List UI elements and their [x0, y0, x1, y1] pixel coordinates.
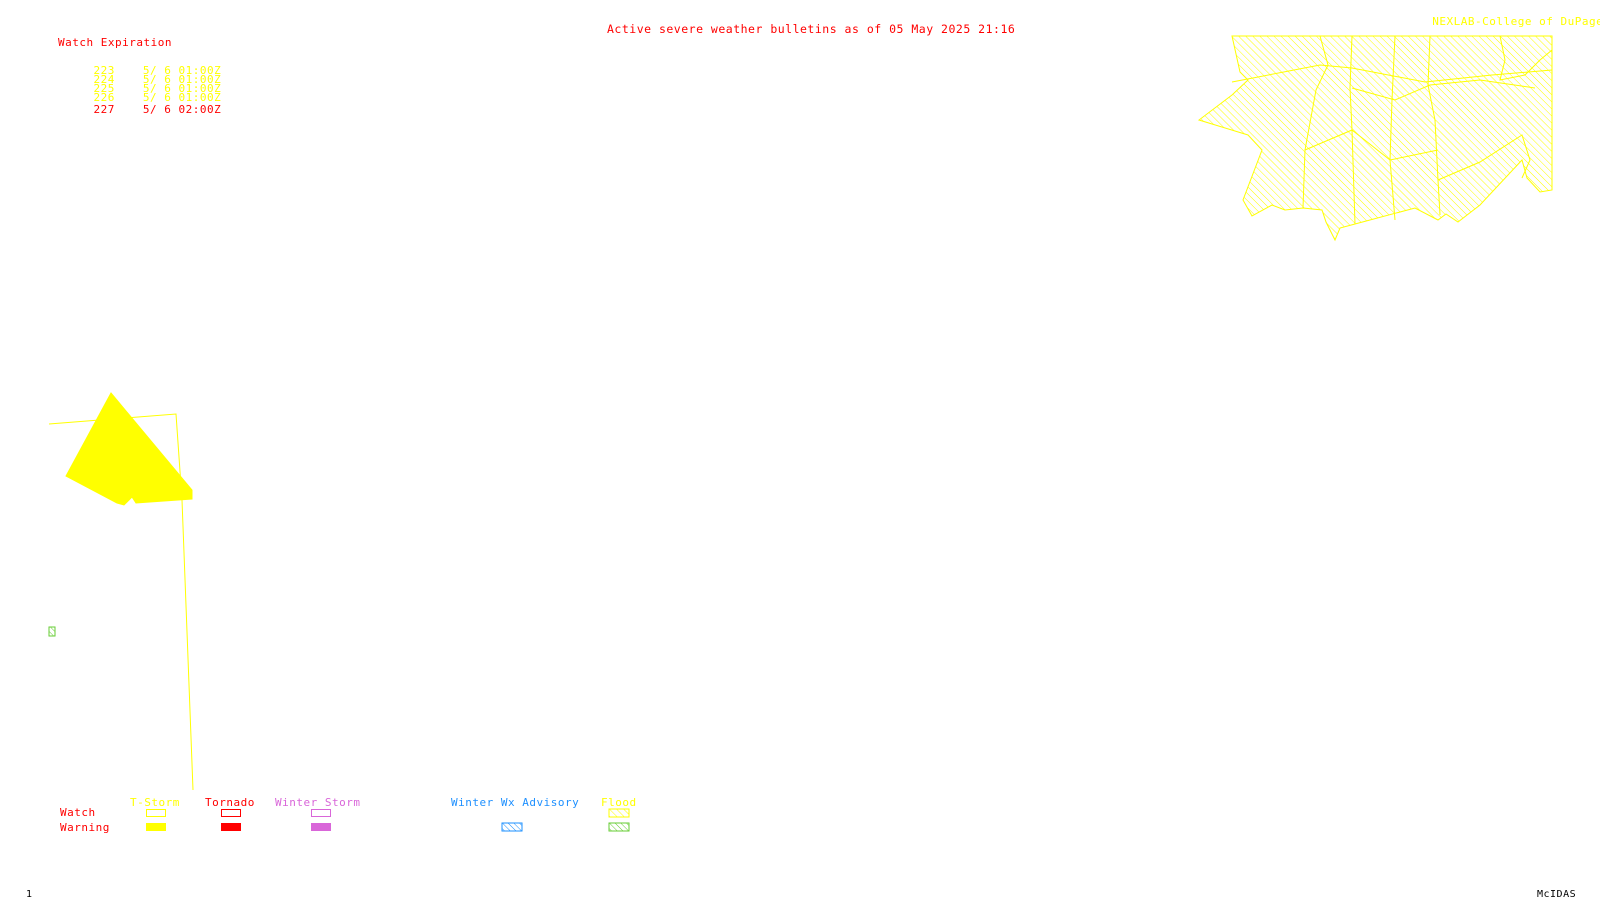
legend-col-tstorm: T-Storm — [130, 796, 180, 809]
credit-text: NEXLAB-College of DuPageR — [1418, 5, 1600, 27]
swatch-winter-wx-advisory-warning — [501, 822, 523, 832]
watch-row-224: 224 5/ 6 01:00Z — [65, 63, 221, 96]
swatch-winter-storm-watch — [311, 809, 331, 817]
watch-time: 5/ 6 01:00Z — [142, 82, 222, 95]
swatch-tornado-watch — [221, 809, 241, 817]
watch-id: 227 — [93, 103, 115, 116]
watch-row-227: 227 5/ 6 02:00Z — [65, 93, 221, 126]
swatch-tstorm-warning — [146, 823, 166, 831]
watch-row-226: 226 5/ 6 01:00Z — [65, 81, 221, 114]
legend-col-tornado: Tornado — [205, 796, 255, 809]
watch-row-223: 223 5/ 6 01:00Z — [65, 54, 221, 87]
frame-number: 1 — [26, 889, 33, 900]
software-label: McIDAS — [1537, 889, 1577, 900]
swatch-flood-watch — [608, 808, 630, 818]
watch-id: 223 — [93, 64, 115, 77]
map-title: Active severe weather bulletins as of 05… — [607, 22, 1016, 36]
watch-area-northeast — [1197, 35, 1553, 242]
watch-time: 5/ 6 01:00Z — [142, 73, 222, 86]
watch-id: 225 — [93, 82, 115, 95]
legend-col-winter-wx-advisory: Winter Wx Advisory — [451, 796, 580, 809]
watch-expiration-header: Watch Expiration — [58, 36, 172, 49]
legend-col-winter-storm: Winter Storm — [275, 796, 361, 809]
legend-row-watch: Watch — [60, 806, 96, 819]
swatch-tornado-warning — [221, 823, 241, 831]
swatch-winter-storm-warning — [311, 823, 331, 831]
watch-time: 5/ 6 01:00Z — [142, 64, 222, 77]
flood-marker — [48, 626, 56, 637]
legend-row-warning: Warning — [60, 821, 110, 834]
watch-id: 226 — [93, 91, 115, 104]
legend-col-flood: Flood — [601, 796, 637, 809]
credit-label: NEXLAB-College of DuPage — [1432, 15, 1600, 28]
watch-time: 5/ 6 02:00Z — [142, 103, 222, 116]
watch-time: 5/ 6 01:00Z — [142, 91, 222, 104]
swatch-tstorm-watch — [146, 809, 166, 817]
warning-polygon-west — [65, 392, 193, 506]
swatch-flood-warning — [608, 822, 630, 832]
watch-row-225: 225 5/ 6 01:00Z — [65, 72, 221, 105]
watch-id: 224 — [93, 73, 115, 86]
